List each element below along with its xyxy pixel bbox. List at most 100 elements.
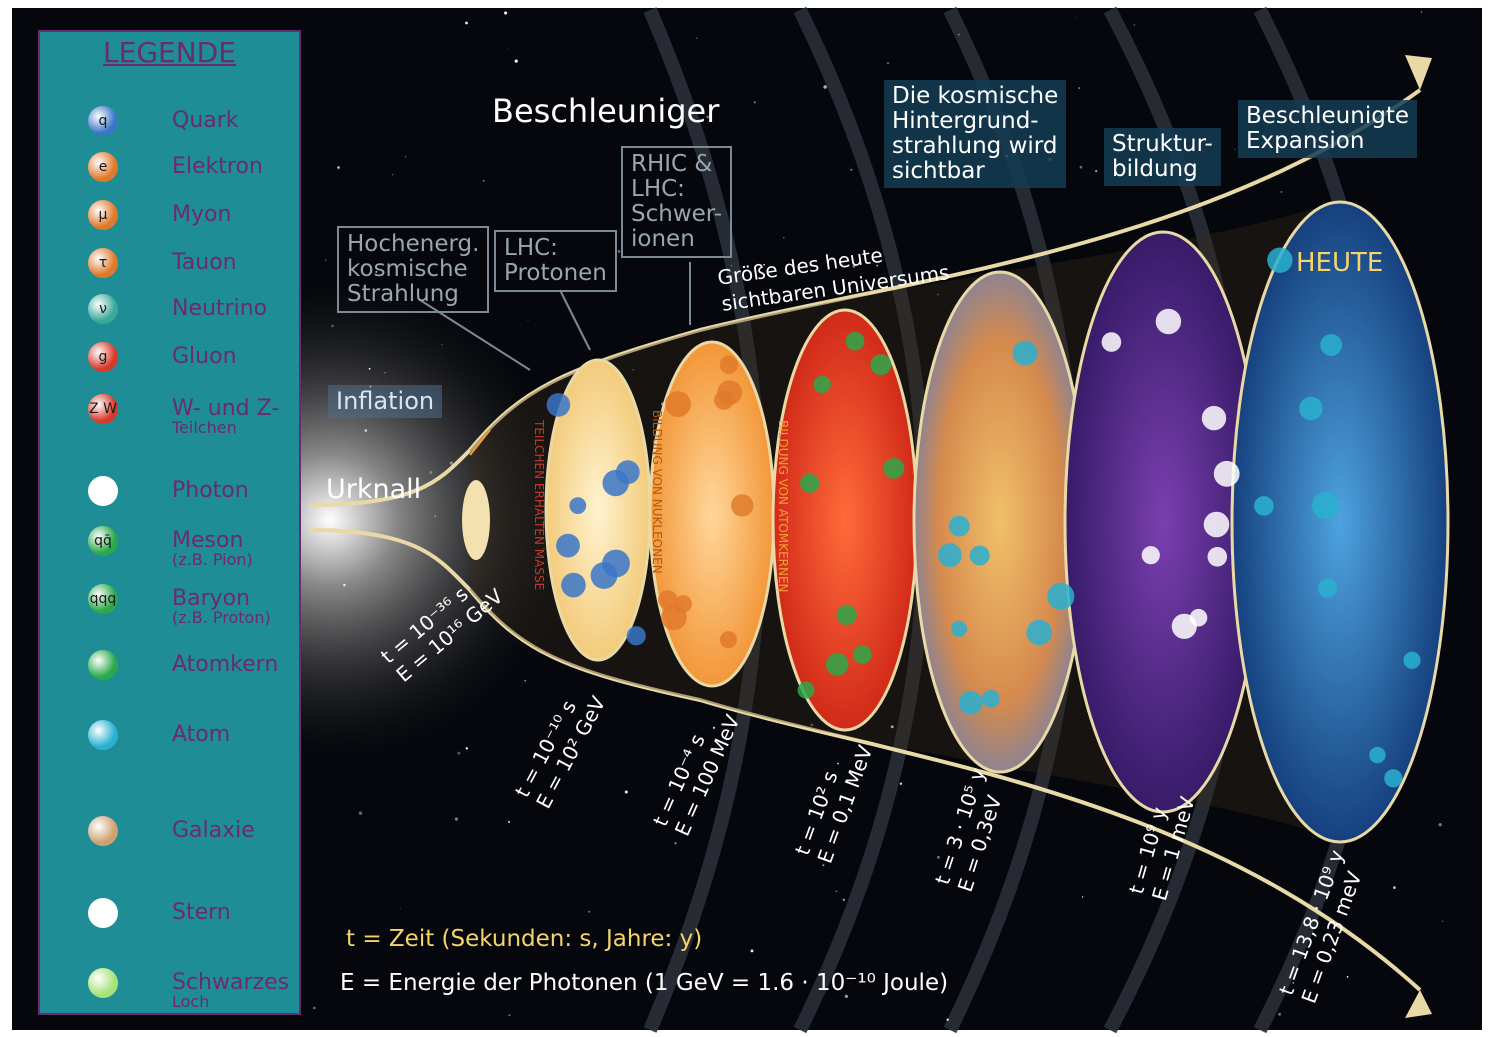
particle-symbol <box>870 354 892 376</box>
particle-symbol <box>561 572 586 598</box>
particle-symbol <box>602 549 630 578</box>
cmb-box: Die kosmische Hintergrund- strahlung wir… <box>884 80 1067 188</box>
particle-symbol <box>1201 405 1227 431</box>
vertical-label-3: BILDUNG VON ATOMKERNEN <box>776 420 790 593</box>
heute-label: HEUTE <box>1296 248 1384 278</box>
star-dot <box>1133 24 1135 26</box>
urknall-label: Urknall <box>326 474 422 505</box>
legend-sub-baryon: (z.B. Proton) <box>172 608 271 627</box>
star-dot <box>441 344 443 346</box>
struktur-line-2: bildung <box>1112 156 1198 182</box>
tauon-icon: τ <box>88 248 118 278</box>
star-dot <box>1442 920 1444 922</box>
legend-label-quark: Quark <box>172 108 239 133</box>
meson-icon: qq̄ <box>88 526 118 556</box>
star-dot <box>429 471 433 474</box>
legend-label-myon: Myon <box>172 202 232 227</box>
star-dot <box>405 156 407 158</box>
particle-symbol <box>1207 547 1228 567</box>
beschleuniger-label: Beschleuniger <box>492 92 720 130</box>
particle-symbol <box>1101 332 1122 352</box>
particle-symbol <box>1369 746 1386 764</box>
struktur-line-1: Struktur- <box>1112 131 1213 157</box>
particle-symbol <box>813 375 831 394</box>
star-dot <box>468 237 471 240</box>
atom-icon <box>88 720 118 750</box>
star-dot <box>1280 191 1283 193</box>
particle-symbol <box>665 391 691 417</box>
star-dot <box>482 180 485 182</box>
particle-symbol <box>797 681 815 699</box>
legend-sub-w-z-teilchen: Teilchen <box>172 418 237 437</box>
star-dot <box>927 971 929 973</box>
star-dot <box>504 11 508 15</box>
hochenerg-line-3: Strahlung <box>347 281 459 307</box>
legend-title: LEGENDE <box>103 36 236 69</box>
star-dot <box>621 985 623 986</box>
legend-label-atomkern: Atomkern <box>172 652 279 677</box>
particle-symbol <box>1384 769 1403 788</box>
cmb-line-3: strahlung wird <box>892 133 1058 159</box>
star-dot <box>527 319 529 321</box>
star-dot <box>1075 17 1077 19</box>
star-dot <box>1078 87 1081 90</box>
particle-symbol <box>719 355 739 375</box>
particle-symbol <box>836 604 857 626</box>
rhic-line-1: RHIC & <box>631 151 713 177</box>
hochenerg-line-1: Hochenerg. <box>347 231 480 257</box>
star-dot <box>1438 823 1442 827</box>
particle-symbol <box>1318 578 1337 598</box>
particle-symbol <box>883 458 905 479</box>
star-dot <box>823 85 827 89</box>
star-dot <box>364 429 368 432</box>
expansion-line-1: Beschleunigte <box>1246 103 1409 129</box>
star-dot <box>337 166 340 169</box>
particle-symbol <box>1203 511 1230 538</box>
star-dot <box>368 367 371 370</box>
particle-symbol <box>714 390 734 410</box>
legend-item-tauon: Tauon <box>172 252 237 274</box>
particle-symbol <box>546 393 571 417</box>
footer-time: t = Zeit (Sekunden: s, Jahre: y) <box>346 926 703 952</box>
star-dot <box>844 994 849 999</box>
stern-icon <box>88 898 118 928</box>
rhic-line-3: Schwer- <box>631 201 723 227</box>
legend-item-photon: Photon <box>172 480 249 502</box>
star-dot <box>507 820 511 824</box>
legend-item-quark: Quark <box>172 110 239 132</box>
star-dot <box>936 855 940 859</box>
particle-symbol <box>938 543 962 568</box>
rhic-line-2: LHC: <box>631 176 685 202</box>
struktur-box: Struktur- bildung <box>1104 128 1221 186</box>
particle-symbol <box>626 626 646 646</box>
star-dot <box>810 723 814 727</box>
star-dot <box>1095 170 1098 173</box>
particle-symbol <box>1403 651 1421 669</box>
myon-icon: μ <box>88 200 118 230</box>
star-dot <box>852 265 856 268</box>
hochenerg-line-2: kosmische <box>347 256 468 282</box>
particle-symbol <box>569 497 587 514</box>
star-dot <box>674 842 677 845</box>
star-dot <box>730 264 733 267</box>
gluon-icon: g <box>88 342 118 372</box>
lhc-protonen-line-2: Protonen <box>504 260 607 286</box>
star-dot <box>543 547 545 550</box>
lhc-protonen-line-1: LHC: <box>504 235 558 261</box>
particle-symbol <box>1320 334 1343 356</box>
galaxie-icon <box>88 816 118 846</box>
star-dot <box>782 236 785 239</box>
star-dot <box>590 977 593 979</box>
particle-symbol <box>800 473 820 493</box>
star-dot <box>750 949 754 953</box>
legend-item-stern: Stern <box>172 902 231 924</box>
star-dot <box>1234 148 1236 150</box>
star-dot <box>465 747 468 750</box>
vertical-label-2: BILDUNG VON NUKLEONEN <box>650 410 664 574</box>
star-dot <box>1393 886 1396 889</box>
rhic-box: RHIC & LHC: Schwer- ionen <box>621 146 733 258</box>
cmb-line-1: Die kosmische <box>892 83 1059 109</box>
